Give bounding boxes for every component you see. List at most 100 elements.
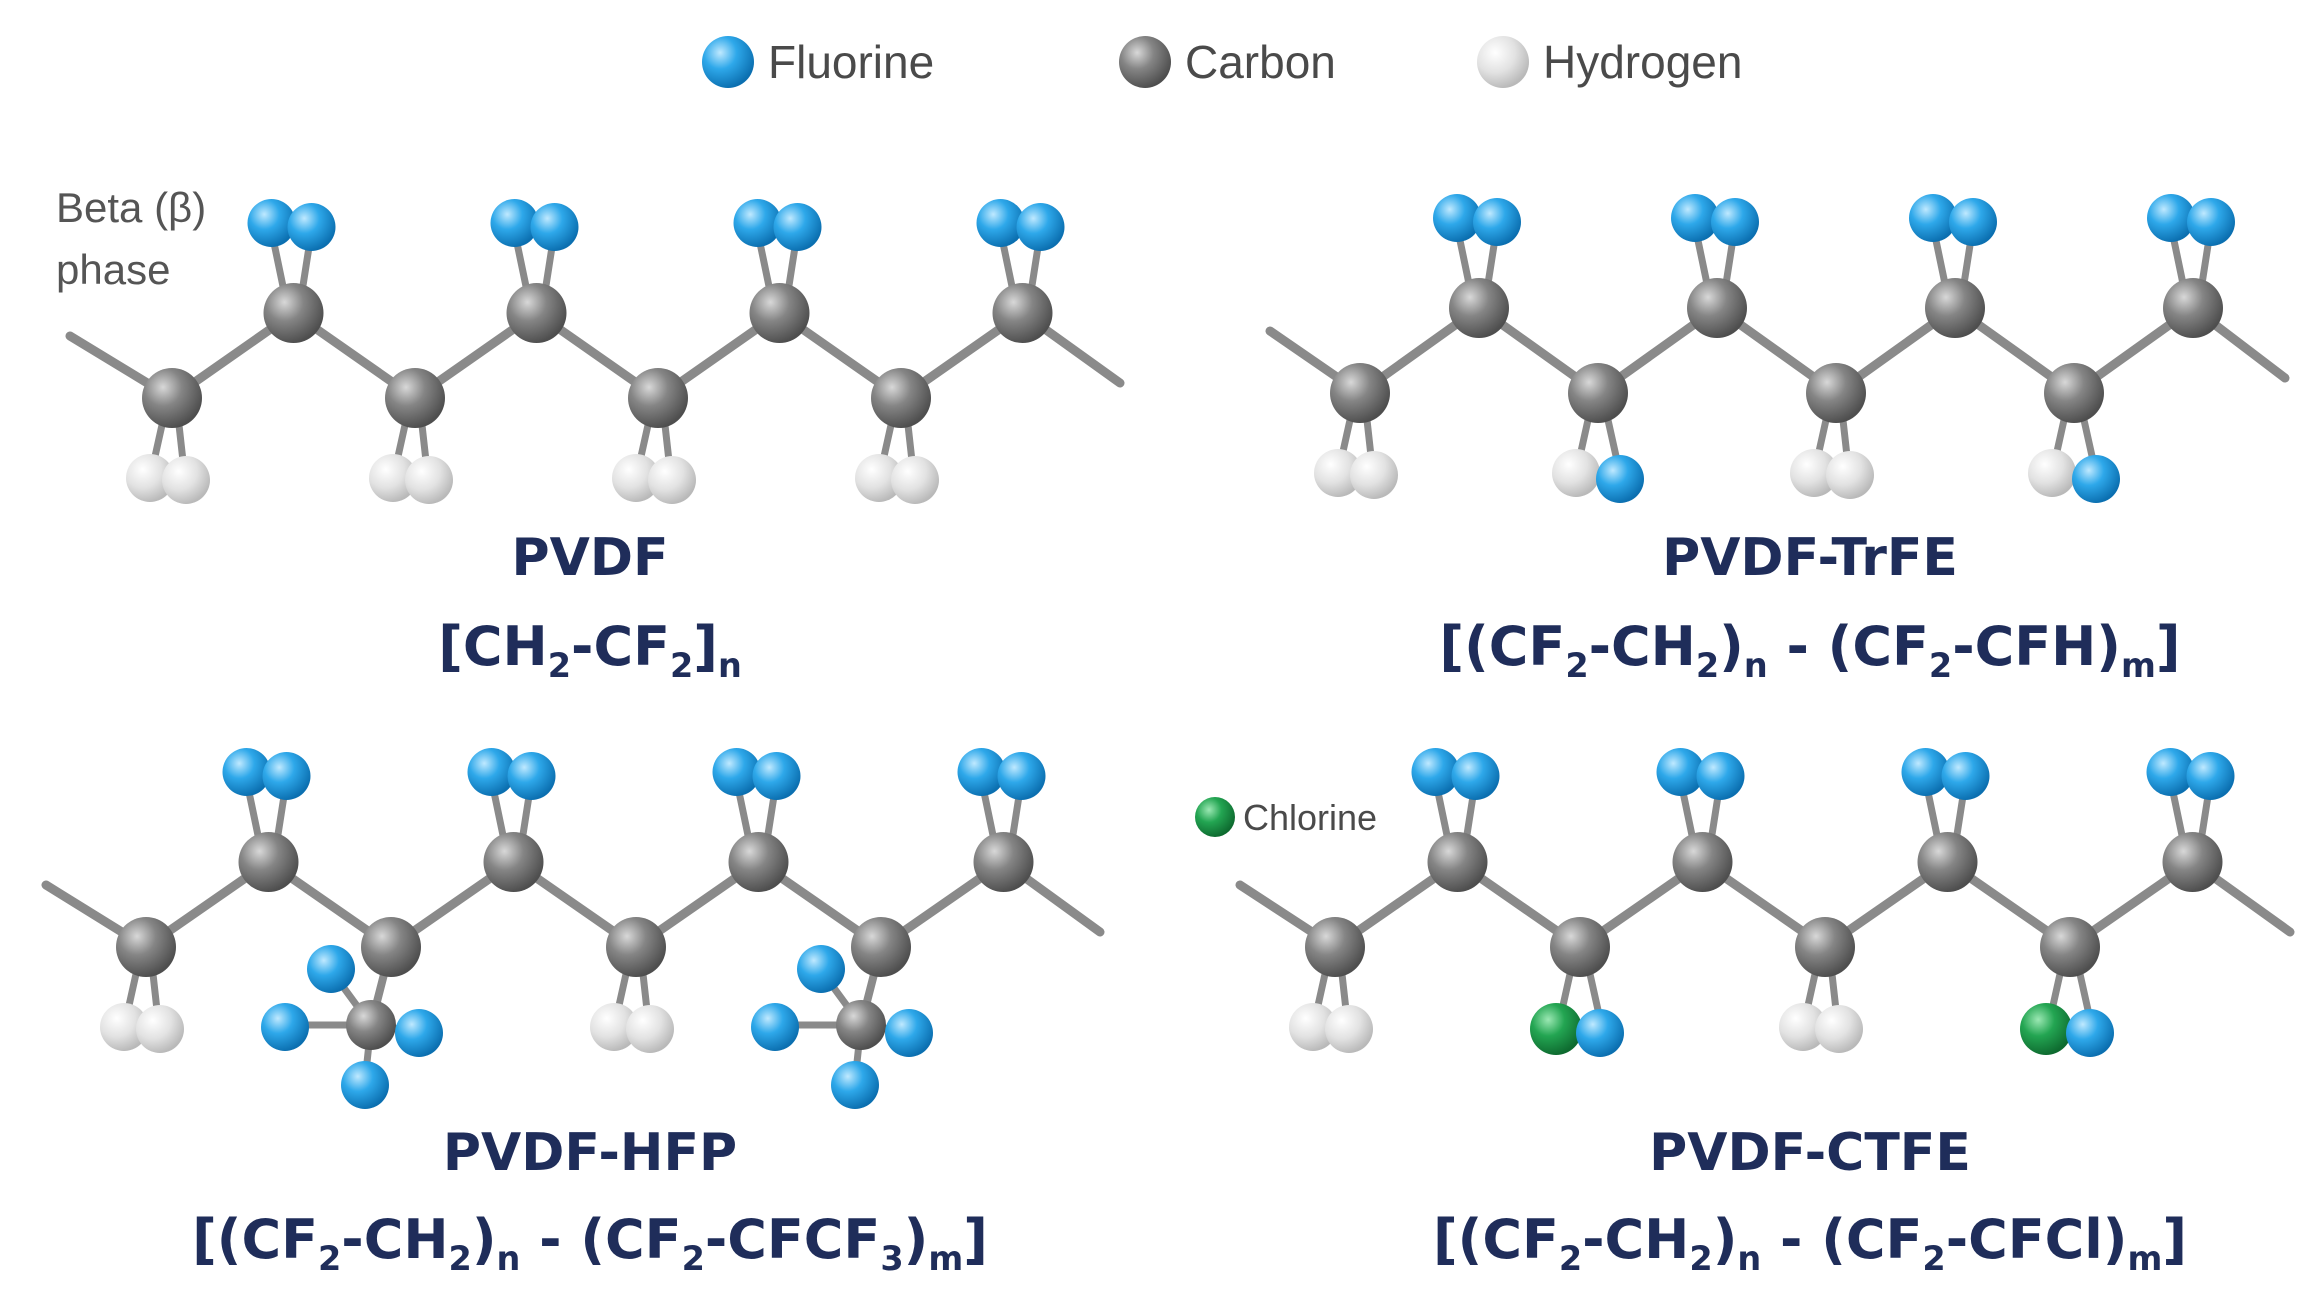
fluorine-atom bbox=[751, 1003, 799, 1051]
hydrogen-atom bbox=[100, 1003, 148, 1051]
formula-part: ] bbox=[693, 615, 718, 678]
chlorine-legend-label: Chlorine bbox=[1243, 797, 1377, 838]
subscript: m bbox=[2127, 1239, 2162, 1278]
fluorine-atom bbox=[2066, 1009, 2114, 1057]
carbon-atom bbox=[506, 283, 567, 343]
cf2-group bbox=[222, 748, 311, 861]
fluorine-atom bbox=[222, 748, 271, 796]
hydrogen-atom bbox=[1289, 1003, 1337, 1051]
fluorine-atom bbox=[467, 748, 516, 796]
fluorine-atom bbox=[261, 1003, 309, 1051]
panel-pvdf-hfp: PVDF-HFP[(CF2-CH2)n - (CF2-CFCF3)m] bbox=[41, 748, 1105, 1278]
carbon-atom bbox=[2040, 917, 2100, 977]
fluorine-atom bbox=[1656, 748, 1705, 796]
carbon-atom bbox=[836, 1000, 886, 1050]
chain-bonds bbox=[1235, 857, 2295, 952]
fluorine-atom bbox=[1596, 455, 1644, 503]
fluorine-atom bbox=[341, 1061, 389, 1109]
carbon-atom bbox=[346, 1000, 396, 1050]
legend-label: Carbon bbox=[1185, 36, 1336, 88]
fluorine-atom bbox=[2186, 752, 2235, 800]
formula-part: - (CF bbox=[1768, 615, 1929, 678]
formula-part: [CH bbox=[438, 615, 548, 678]
fluorine-atom bbox=[1576, 1009, 1624, 1057]
phase-label-line: phase bbox=[56, 246, 170, 293]
fluorine-atom bbox=[1473, 198, 1521, 246]
fluorine-atom bbox=[2147, 194, 2195, 242]
carbon-atom bbox=[1449, 278, 1509, 338]
hydrogen-atom bbox=[1826, 451, 1874, 499]
hydrogen-atom bbox=[1552, 449, 1600, 497]
formula-part: [(CF bbox=[192, 1208, 318, 1271]
fluorine-atom bbox=[773, 203, 822, 251]
subscript: 2 bbox=[1559, 1239, 1582, 1278]
substituent-cf3 bbox=[261, 943, 443, 1109]
carbon-atom bbox=[628, 368, 688, 428]
formula-part: ] bbox=[2156, 615, 2181, 678]
chain-atoms bbox=[1314, 194, 2235, 503]
fluorine-atom bbox=[1411, 748, 1460, 796]
hydrogen-atom bbox=[2028, 449, 2076, 497]
subscript: 3 bbox=[880, 1239, 903, 1278]
subscript: m bbox=[2121, 646, 2156, 685]
carbon-atom bbox=[851, 917, 911, 977]
substituent-cf3 bbox=[751, 943, 933, 1109]
carbon-atom bbox=[1568, 363, 1628, 423]
hydrogen-atom bbox=[1779, 1003, 1827, 1051]
carbon-atom bbox=[973, 832, 1034, 892]
formula-part: [(CF bbox=[1439, 615, 1565, 678]
fluorine-atom bbox=[530, 203, 579, 251]
chain-bonds bbox=[41, 857, 1105, 952]
substituent-hh bbox=[1289, 943, 1373, 1053]
cf2-group bbox=[957, 748, 1046, 861]
hydrogen-atom bbox=[162, 456, 210, 504]
carbon-atom bbox=[142, 368, 202, 428]
carbon-atom bbox=[1925, 278, 1985, 338]
formula-part: -CH bbox=[341, 1208, 448, 1271]
polymer-formula: [(CF2-CH2)n - (CF2-CFCF3)m] bbox=[192, 1208, 988, 1278]
subscript: n bbox=[497, 1239, 521, 1278]
subscript: n bbox=[1744, 646, 1768, 685]
cf2-group bbox=[467, 748, 556, 861]
legend-label: Hydrogen bbox=[1543, 36, 1742, 88]
fluorine-atom bbox=[247, 199, 296, 247]
polymer-name: PVDF bbox=[511, 528, 668, 588]
subscript: 2 bbox=[682, 1239, 705, 1278]
carbon-atom bbox=[1806, 363, 1866, 423]
carbon-atom bbox=[1917, 832, 1978, 892]
carbon-atom bbox=[361, 917, 421, 977]
carbon-atom bbox=[116, 917, 176, 977]
fluorine-atom bbox=[957, 748, 1006, 796]
chain-atoms bbox=[1289, 748, 2235, 1057]
polymer-name: PVDF-TrFE bbox=[1662, 528, 1958, 588]
fluorine-atom bbox=[1711, 198, 1759, 246]
formula-part: ) bbox=[1713, 1208, 1738, 1271]
carbon-atom bbox=[1330, 363, 1390, 423]
carbon-atom bbox=[2162, 832, 2223, 892]
cf2-group bbox=[2147, 194, 2235, 307]
carbon-atom bbox=[1795, 917, 1855, 977]
hydrogen-atom bbox=[1790, 449, 1838, 497]
subscript: 2 bbox=[318, 1239, 341, 1278]
fluorine-atom bbox=[262, 752, 311, 800]
fluorine-atom bbox=[1941, 752, 1990, 800]
formula-part: ) bbox=[1719, 615, 1744, 678]
carbon-atom bbox=[263, 283, 324, 343]
carbon-atom bbox=[1672, 832, 1733, 892]
fluorine-atom bbox=[2187, 198, 2235, 246]
carbon-atom bbox=[728, 832, 789, 892]
formula-part: ) bbox=[904, 1208, 929, 1271]
fluorine-atom bbox=[287, 203, 336, 251]
fluorine-atom bbox=[1909, 194, 1957, 242]
fluorine-atom bbox=[712, 748, 761, 796]
legend-item-carbon: Carbon bbox=[1119, 36, 1336, 88]
chain-bonds bbox=[65, 308, 1125, 403]
subscript: 2 bbox=[548, 646, 571, 685]
polymer-formula: [(CF2-CH2)n - (CF2-CFCl)m] bbox=[1433, 1208, 2187, 1278]
polymer-formula: [CH2-CF2]n bbox=[438, 615, 742, 685]
carbon-atom bbox=[992, 283, 1053, 343]
formula-part: -CH bbox=[1589, 615, 1696, 678]
panel-pvdf-ctfe: PVDF-CTFE[(CF2-CH2)n - (CF2-CFCl)m] bbox=[1235, 748, 2295, 1278]
substituent-hf bbox=[1552, 389, 1644, 503]
formula-part: -CF bbox=[571, 615, 670, 678]
